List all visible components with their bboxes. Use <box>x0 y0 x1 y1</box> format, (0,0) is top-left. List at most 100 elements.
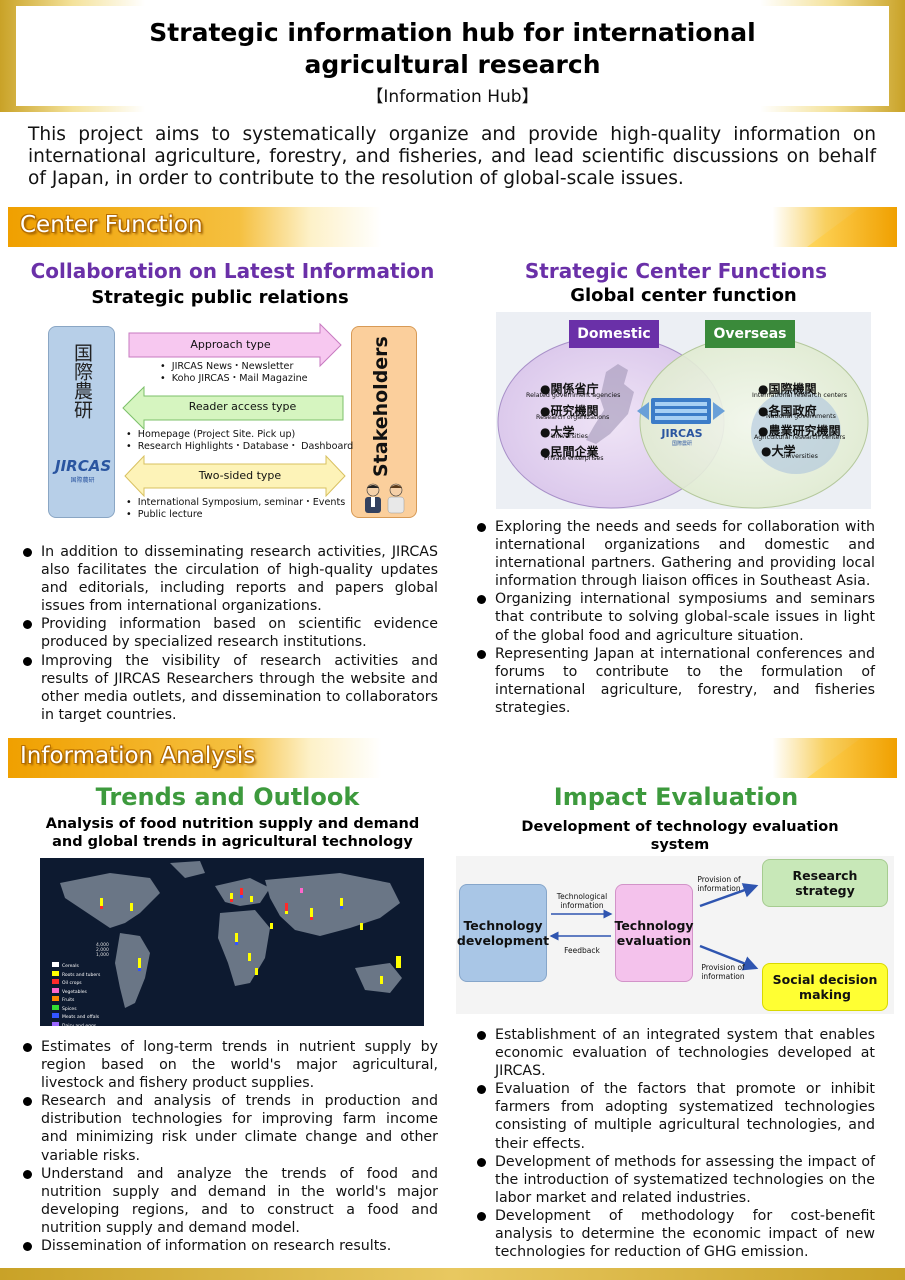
domestic-item-en: Private enterprises <box>544 455 604 462</box>
page-title-line-1: Strategic information hub for internatio… <box>149 18 756 47</box>
two-sided-arrow <box>124 455 346 497</box>
list-item: Organizing international symposiums and … <box>476 590 875 644</box>
tech-evaluation-diagram: Technology development Technology evalua… <box>456 856 894 1014</box>
provision-label-bottom: Provision of information <box>701 963 745 981</box>
header-panel <box>16 6 889 106</box>
two-sided-label: Two-sided type <box>198 469 282 482</box>
approach-arrow <box>128 323 342 368</box>
domestic-item-en: Related government agencies <box>526 392 621 399</box>
stakeholders-label: Stakeholders <box>370 336 392 477</box>
overseas-item-en: National governments <box>766 413 836 420</box>
approach-item-text: Koho JIRCAS・Mail Magazine <box>171 373 308 384</box>
trends-heading: Trends and Outlook <box>95 783 360 811</box>
domestic-item: ●民間企業 <box>540 441 598 460</box>
overseas-item-en: Universities <box>781 453 818 460</box>
provision-label-top: Provision of information <box>697 875 741 893</box>
strategic-subheading: Global center function <box>570 285 797 306</box>
reader-item-text: Homepage (Project Site. Pick up) <box>137 429 296 440</box>
section-title-center-function: Center Function <box>20 212 203 238</box>
legend-swatch <box>52 987 59 993</box>
legend-item: Meats and offals <box>52 1013 100 1022</box>
jircas-logo: JIRCAS <box>55 457 112 475</box>
domestic-overseas-diagram: Domestic Overseas JIRCAS 国際農研 ●関係省庁 Rela… <box>496 312 871 509</box>
list-item: Understand and analyze the trends of foo… <box>22 1165 438 1237</box>
legend-label: Meats and offals <box>62 1015 100 1020</box>
list-item: Establishment of an integrated system th… <box>476 1026 875 1080</box>
overseas-item-ja: ●大学 <box>761 444 796 458</box>
list-item: Evaluation of the factors that promote o… <box>476 1080 875 1152</box>
legend-item: Spices <box>52 1004 100 1014</box>
people-icon <box>365 483 405 514</box>
domestic-item-ja: ●関係省庁 <box>540 382 599 396</box>
list-item: Improving the visibility of research act… <box>22 652 438 724</box>
overseas-item: ●国際機関 <box>758 378 816 397</box>
two-sided-item-text: International Symposium, seminar・Events <box>137 497 346 508</box>
legend-swatch <box>52 970 59 976</box>
legend-label: Fruits <box>62 998 75 1003</box>
section-bar-information-analysis: Information Analysis <box>8 738 897 778</box>
page-subtitle: 【Information Hub】 <box>366 87 539 107</box>
legend-item: Roots and tubers <box>52 970 100 980</box>
impact-heading: Impact Evaluation <box>553 783 799 811</box>
two-sided-item-text: Public lecture <box>137 509 203 520</box>
list-item: Research and analysis of trends in produ… <box>22 1092 438 1164</box>
reader-item: • Homepage (Project Site. Pick up) <box>126 429 296 440</box>
legend-swatch <box>52 1004 59 1010</box>
reader-item-text: Research Highlights・Database・ Dashboard <box>137 441 354 452</box>
section-title-information-analysis: Information Analysis <box>20 743 256 769</box>
section-bar-decoration <box>807 738 897 778</box>
overseas-item: ●各国政府 <box>758 400 816 419</box>
legend-label: Vegetables <box>62 989 87 995</box>
legend-label: Dairy and eggs <box>62 1023 97 1027</box>
approach-item: • JIRCAS News・Newsletter <box>160 361 294 372</box>
impact-bullet-list: Establishment of an integrated system th… <box>476 1026 875 1261</box>
overseas-item-en: Agricultural research centers <box>754 434 846 441</box>
two-sided-item: • Public lecture <box>126 509 203 520</box>
legend-swatch <box>52 996 59 1001</box>
technology-development-box: Technology development <box>457 884 549 982</box>
legend-swatch <box>52 1013 59 1018</box>
section-bar-center-function: Center Function <box>8 207 897 247</box>
footer-bar <box>0 1268 905 1280</box>
legend-swatch <box>52 979 59 984</box>
map-scale: 4,000 2,000 1,000 <box>96 943 109 958</box>
reader-access-arrow <box>122 386 344 431</box>
list-item: Representing Japan at international conf… <box>476 645 875 717</box>
overseas-label: Overseas <box>705 320 795 348</box>
center-jircas-logo-subtext: 国際農研 <box>671 441 692 447</box>
legend-label: Spices <box>62 1006 77 1012</box>
overseas-item-ja: ●農業研究機関 <box>758 424 841 438</box>
intro-paragraph: This project aims to systematically orga… <box>28 124 876 189</box>
legend-item: Oil crops <box>52 979 100 988</box>
domestic-label: Domestic <box>569 320 659 348</box>
list-item: Exploring the needs and seeds for collab… <box>476 518 875 590</box>
legend-item: Vegetables <box>52 987 100 997</box>
jircas-logo-subtext: 国際農研 <box>70 477 95 484</box>
list-item: Providing information based on scientifi… <box>22 615 438 651</box>
legend-item: Dairy and eggs <box>52 1021 100 1027</box>
jircas-box: 国際農研 JIRCAS 国際農研 <box>48 326 115 518</box>
legend-swatch <box>52 962 59 967</box>
approach-label: Approach type <box>190 338 271 351</box>
domestic-item: ●関係省庁 <box>540 378 598 397</box>
collaboration-bullet-list: In addition to disseminating research ac… <box>22 543 438 724</box>
collaboration-subheading: Strategic public relations <box>91 287 349 308</box>
domestic-item-ja: ●大学 <box>540 425 575 439</box>
collaboration-heading: Collaboration on Latest Information <box>30 259 435 283</box>
reader-access-label: Reader access type <box>188 400 297 413</box>
scale-label: 4,000 <box>96 943 109 948</box>
map-bars <box>100 888 401 984</box>
overseas-item: ●農業研究機関 <box>758 420 840 439</box>
trends-subheading: Analysis of food nutrition supply and de… <box>45 816 420 850</box>
scale-label: 1,000 <box>96 953 109 958</box>
trends-bullet-list: Estimates of long-term trends in nutrien… <box>22 1038 438 1255</box>
legend-label: Cereals <box>62 964 79 969</box>
strategic-heading: Strategic Center Functions <box>524 259 828 283</box>
tech-info-label: Technological information <box>556 892 608 910</box>
approach-item-text: JIRCAS News・Newsletter <box>171 361 294 372</box>
impact-subheading: Development of technology evaluation sys… <box>521 819 839 853</box>
legend-swatch <box>52 1021 59 1026</box>
list-item: Development of methods for assessing the… <box>476 1153 875 1207</box>
reader-item: • Research Highlights・Database・ Dashboar… <box>126 441 354 452</box>
